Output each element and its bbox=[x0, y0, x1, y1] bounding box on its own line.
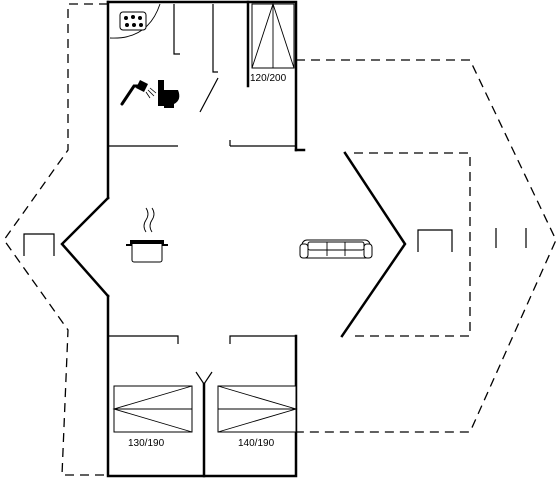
toilet-icon bbox=[158, 80, 180, 108]
bed-top: 120/200 bbox=[250, 2, 295, 84]
garden-chair-icon bbox=[417, 229, 453, 252]
cooking-pot-icon bbox=[126, 207, 168, 263]
bed-size-label-right: 140/190 bbox=[238, 438, 275, 449]
shower-icon bbox=[120, 80, 157, 106]
bed-bottom-left: 130/190 bbox=[112, 385, 193, 449]
sofa-icon bbox=[299, 239, 373, 259]
bed-size-label-left: 130/190 bbox=[128, 438, 165, 449]
bed-size-label-top: 120/200 bbox=[250, 73, 287, 84]
interior-walls bbox=[108, 0, 306, 478]
spa-bath-icon bbox=[109, 3, 161, 39]
bed-bottom-right: 140/190 bbox=[217, 385, 298, 449]
garden-bench-marks bbox=[495, 228, 527, 248]
garden-chair-icon bbox=[23, 233, 55, 256]
terrace-outline-left bbox=[3, 3, 108, 476]
